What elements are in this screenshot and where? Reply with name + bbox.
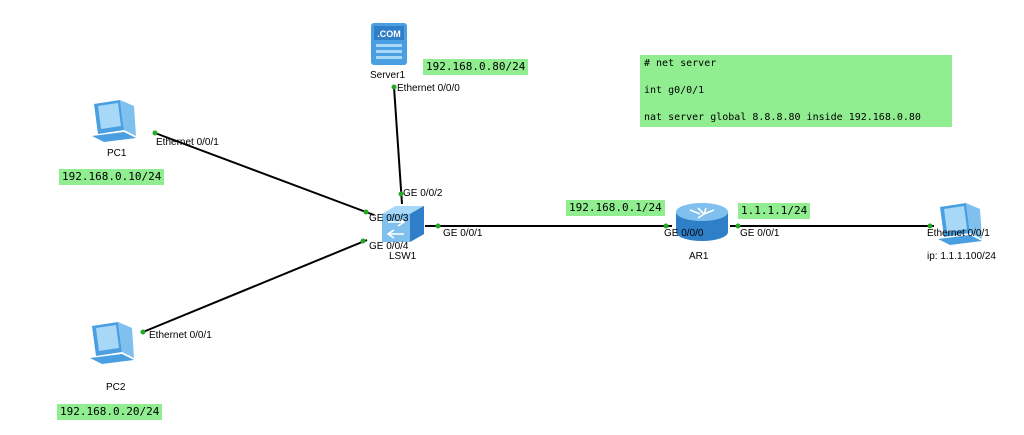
port-label-pc2: Ethernet 0/0/1 [149, 330, 212, 341]
port-label-lsw-ge4: GE 0/0/4 [369, 241, 409, 252]
server-icon[interactable]: .COM [371, 23, 407, 65]
pc-icon[interactable] [938, 203, 982, 245]
pc2-name: PC2 [106, 382, 126, 393]
server1-name: Server1 [370, 70, 406, 81]
ip-label-pc1: 192.168.0.10/24 [59, 169, 165, 185]
config-note: # net server int g0/0/1 nat server globa… [640, 55, 952, 127]
ip-label-pc2: 192.168.0.20/24 [57, 404, 163, 420]
pc1-name: PC1 [107, 148, 127, 159]
pc-icon[interactable] [90, 322, 134, 364]
port-label-lsw-ge3: GE 0/0/3 [369, 213, 409, 224]
ip-label-ar1-inside: 192.168.0.1/24 [566, 200, 665, 216]
port-dot-ar-ge0 [663, 223, 669, 229]
port-dot-pc1 [152, 130, 158, 136]
lsw1-name: LSW1 [389, 251, 417, 262]
port-dot-remote [927, 223, 933, 229]
port-label-remote: Ethernet 0/0/1 [927, 228, 990, 239]
links [142, 86, 934, 333]
link-pc2-lsw1[interactable] [142, 239, 368, 333]
switch-icon[interactable] [382, 206, 424, 242]
config-line-1: # net server [644, 58, 717, 69]
port-dots [140, 84, 933, 335]
port-dot-pc2 [140, 329, 146, 335]
port-label-pc1: Ethernet 0/0/1 [156, 137, 219, 148]
link-server1-lsw1[interactable] [393, 86, 403, 205]
config-line-3: nat server global 8.8.8.80 inside 192.16… [644, 112, 921, 123]
server-badge: .COM [377, 29, 401, 39]
config-line-2: int g0/0/1 [644, 85, 705, 96]
port-label-server1: Ethernet 0/0/0 [397, 83, 460, 94]
link-pc1-lsw1[interactable] [154, 132, 375, 216]
remote-pc-ip: ip: 1.1.1.100/24 [927, 251, 996, 262]
port-dot-ar-ge1 [735, 223, 741, 229]
port-label-ar-ge1: GE 0/0/1 [740, 228, 780, 239]
port-label-ar-ge0: GE 0/0/0 [664, 228, 704, 239]
port-label-lsw-ge2: GE 0/0/2 [403, 188, 443, 199]
port-label-lsw-ge1: GE 0/0/1 [443, 228, 483, 239]
port-dot-lsw-ge1 [435, 223, 441, 229]
pc-icon[interactable] [92, 100, 136, 142]
ar1-name: AR1 [689, 251, 709, 262]
router-icon[interactable] [676, 203, 728, 241]
port-dot-lsw-ge3 [363, 209, 369, 215]
port-dot-lsw-ge2 [398, 191, 404, 197]
ip-label-server1: 192.168.0.80/24 [423, 59, 529, 75]
ip-label-ar1-outside: 1.1.1.1/24 [738, 203, 811, 219]
port-dot-server1 [391, 84, 397, 90]
port-dot-lsw-ge4 [360, 238, 366, 244]
